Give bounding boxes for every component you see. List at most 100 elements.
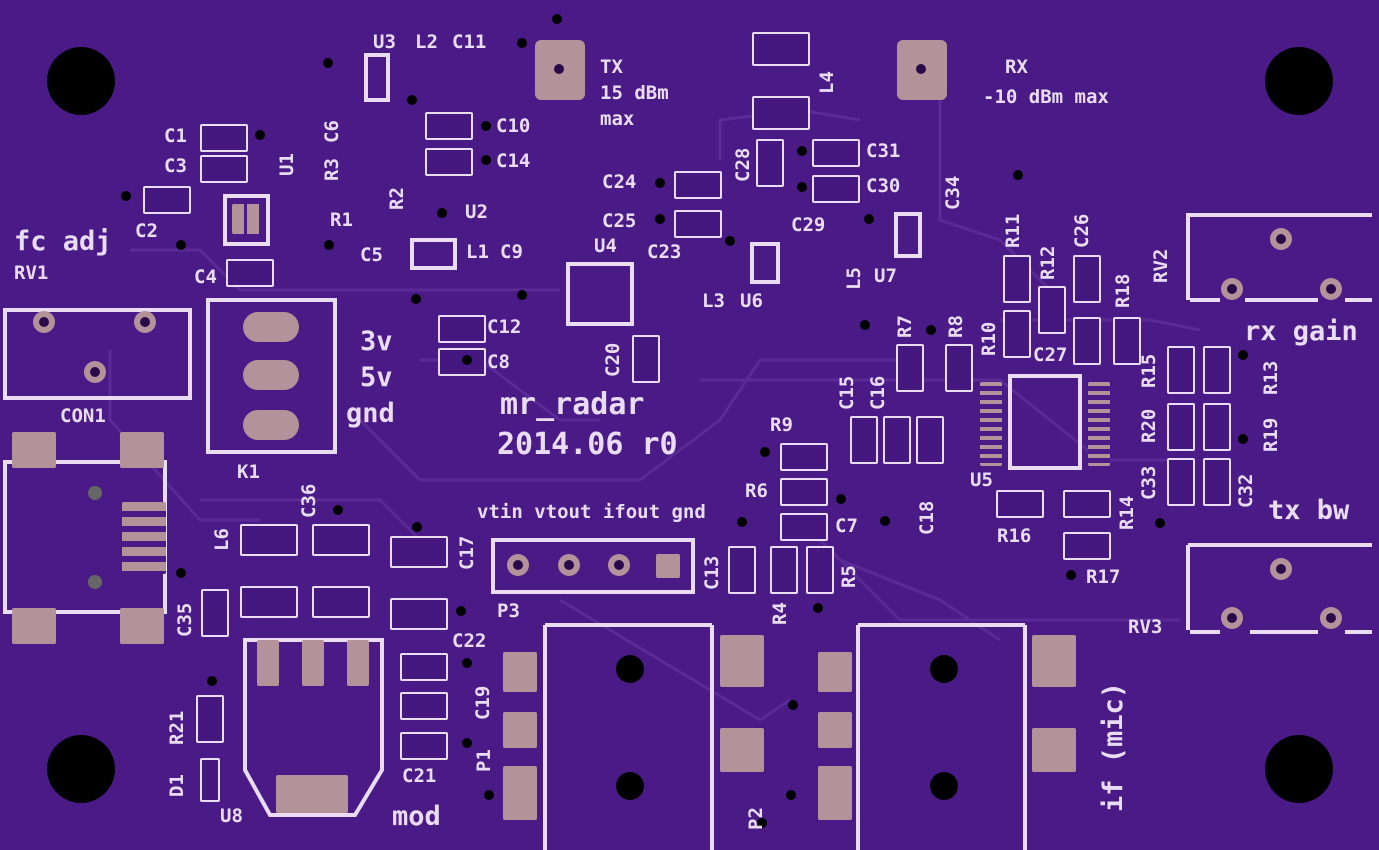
d1-part bbox=[200, 758, 220, 802]
mod-label: mod bbox=[392, 801, 441, 832]
c24-part bbox=[674, 171, 722, 199]
refdes-c33: C33 bbox=[1138, 465, 1160, 500]
rv3-pad-1 bbox=[1270, 558, 1292, 580]
l4-part-bottom bbox=[752, 96, 810, 130]
refdes-c24: C24 bbox=[602, 171, 637, 193]
via bbox=[437, 208, 447, 218]
p1-hole-1 bbox=[616, 655, 644, 683]
refdes-r21: R21 bbox=[166, 710, 188, 745]
c13-part bbox=[728, 546, 756, 594]
via bbox=[1238, 434, 1248, 444]
p1-pad-a bbox=[503, 652, 537, 692]
c14-part bbox=[425, 148, 473, 176]
refdes-r15: R15 bbox=[1138, 353, 1160, 388]
via bbox=[836, 494, 846, 504]
u1-center-pad bbox=[232, 204, 262, 234]
r4-part bbox=[770, 546, 798, 594]
r18-part bbox=[1113, 317, 1141, 365]
refdes-r4: R4 bbox=[769, 602, 791, 625]
refdes-l4: L4 bbox=[816, 71, 838, 94]
via bbox=[176, 568, 186, 578]
via bbox=[481, 155, 491, 165]
board-name: mr_radar bbox=[500, 387, 645, 422]
l4-part-top bbox=[752, 32, 810, 66]
rx-sma-center bbox=[910, 58, 932, 80]
refdes-d1: D1 bbox=[166, 774, 188, 797]
r7-part bbox=[896, 344, 924, 392]
board-version: 2014.06 r0 bbox=[497, 427, 678, 462]
r15-part bbox=[1167, 346, 1195, 394]
refdes-c10: C10 bbox=[496, 115, 531, 137]
u8-pin-2 bbox=[302, 640, 324, 686]
p1-pad-c bbox=[503, 766, 537, 820]
refdes-r9: R9 bbox=[770, 414, 793, 436]
via bbox=[788, 700, 798, 710]
refdes-con1: CON1 bbox=[60, 405, 106, 427]
refdes-c25: C25 bbox=[602, 210, 637, 232]
rv3-pad-2 bbox=[1221, 607, 1243, 629]
p1-pad-d bbox=[720, 635, 764, 687]
con1-pad-bl bbox=[12, 608, 56, 644]
refdes-rv2: RV2 bbox=[1150, 248, 1172, 283]
rv2-pad-3 bbox=[1320, 278, 1342, 300]
refdes-c16: C16 bbox=[867, 375, 889, 410]
via bbox=[1155, 518, 1165, 528]
via bbox=[323, 58, 333, 68]
c25-part bbox=[674, 210, 722, 238]
refdes-c12: C12 bbox=[487, 316, 522, 338]
via bbox=[860, 320, 870, 330]
via bbox=[813, 603, 823, 613]
refdes-r3: R3 bbox=[321, 158, 343, 181]
via bbox=[880, 516, 890, 526]
via bbox=[333, 505, 343, 515]
refdes-u8: U8 bbox=[220, 805, 243, 827]
mount-hole-top-right bbox=[1265, 47, 1333, 115]
via bbox=[481, 121, 491, 131]
refdes-c20: C20 bbox=[602, 342, 624, 377]
refdes-c18: C18 bbox=[916, 500, 938, 535]
refdes-c13: C13 bbox=[701, 555, 723, 590]
tx-power-label: 15 dBm bbox=[600, 82, 669, 104]
gnd-label: gnd bbox=[346, 398, 395, 429]
con1-hole-1 bbox=[88, 486, 102, 500]
via bbox=[655, 178, 665, 188]
c3-part bbox=[200, 155, 248, 183]
p2-pad-a bbox=[818, 652, 852, 692]
refdes-c21: C21 bbox=[402, 765, 437, 787]
refdes-c9: C9 bbox=[500, 241, 523, 263]
refdes-u6: U6 bbox=[740, 290, 763, 312]
via bbox=[207, 676, 217, 686]
r6-part bbox=[780, 478, 828, 506]
rx-label: RX bbox=[1005, 56, 1028, 78]
rv1-pad-2 bbox=[134, 311, 156, 333]
r21-part bbox=[196, 695, 224, 743]
p1-pad-e bbox=[720, 728, 764, 772]
via bbox=[757, 818, 767, 828]
via bbox=[552, 14, 562, 24]
refdes-r19: R19 bbox=[1260, 417, 1282, 452]
refdes-c23: C23 bbox=[647, 241, 682, 263]
p3-pin-vtout bbox=[558, 554, 580, 576]
via bbox=[412, 522, 422, 532]
r17-part bbox=[1063, 532, 1111, 560]
refdes-l3: L3 bbox=[702, 290, 725, 312]
con1-pad-br bbox=[120, 608, 164, 644]
refdes-r20: R20 bbox=[1138, 408, 1160, 443]
refdes-c2: C2 bbox=[135, 220, 158, 242]
refdes-l1: L1 bbox=[466, 241, 489, 263]
k1-pad-2 bbox=[243, 360, 299, 390]
rv2-pad-1 bbox=[1270, 228, 1292, 250]
refdes-p1: P1 bbox=[473, 749, 495, 772]
refdes-c35: C35 bbox=[174, 602, 196, 637]
refdes-c27: C27 bbox=[1033, 344, 1068, 366]
tx-sma-center bbox=[548, 58, 570, 80]
c20-part bbox=[632, 335, 660, 383]
refdes-c15: C15 bbox=[836, 375, 858, 410]
via bbox=[462, 355, 472, 365]
p2-pad-d bbox=[1032, 635, 1076, 687]
c16-part bbox=[883, 416, 911, 464]
refdes-u2: U2 bbox=[465, 201, 488, 223]
con1-pins bbox=[122, 502, 166, 574]
r13-part bbox=[1203, 346, 1231, 394]
